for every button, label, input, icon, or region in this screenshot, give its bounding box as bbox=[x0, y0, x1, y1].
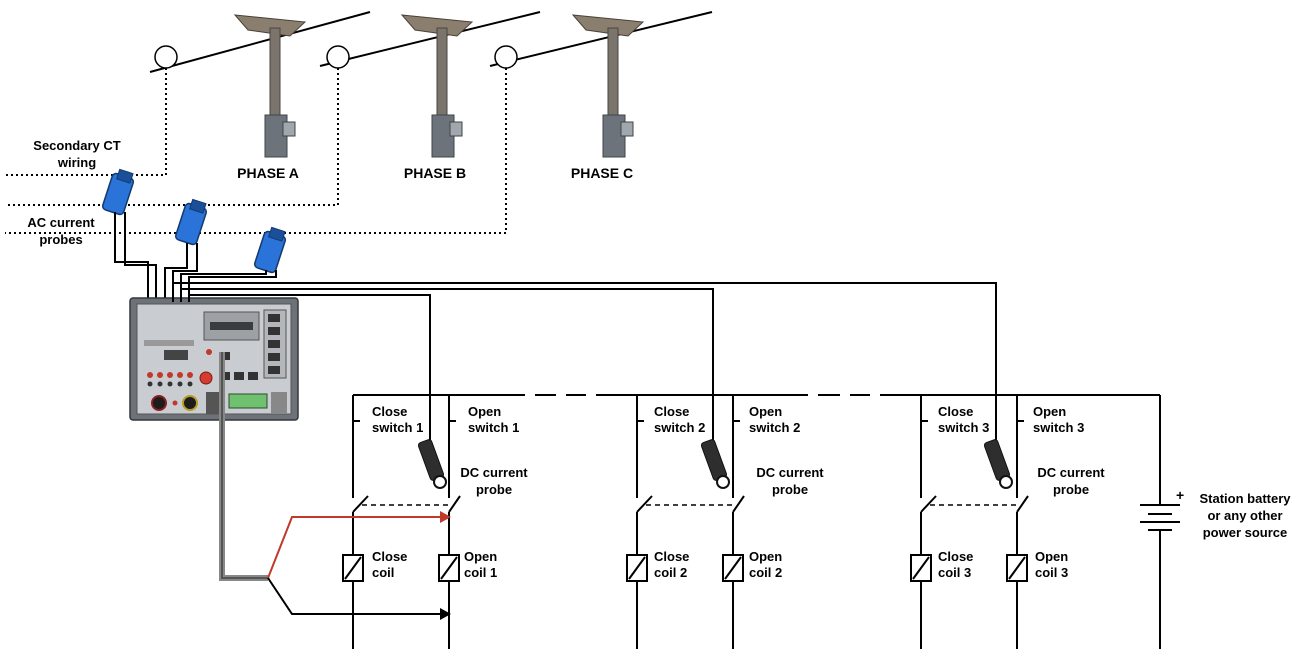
phase-b-label: PHASE B bbox=[404, 165, 466, 181]
breaker-section-verticals bbox=[352, 395, 1161, 649]
open-coil-2 bbox=[722, 554, 744, 582]
ac-probe-3 bbox=[253, 226, 287, 274]
breaker-analyzer-instrument bbox=[129, 297, 299, 421]
disconnector-phase-a bbox=[233, 14, 307, 158]
battery-plus-label: + bbox=[1176, 487, 1184, 503]
ct-phase-a bbox=[154, 45, 178, 69]
ct-phase-b bbox=[326, 45, 350, 69]
dc-probe-2 bbox=[700, 439, 730, 489]
dc-probe-3 bbox=[983, 439, 1013, 489]
timing-cable bbox=[219, 352, 451, 620]
battery-symbol bbox=[1140, 504, 1180, 531]
ac-probes-label-1: AC current bbox=[27, 215, 95, 230]
coils bbox=[342, 554, 1028, 582]
ct-phase-c bbox=[494, 45, 518, 69]
close-coil-1 bbox=[342, 554, 364, 582]
dc-probe-1 bbox=[417, 439, 447, 489]
close-coil-3 bbox=[910, 554, 932, 582]
overhead-lines bbox=[149, 11, 713, 73]
disconnector-phase-b bbox=[400, 14, 474, 158]
current-transformers bbox=[154, 45, 518, 69]
ac-probes-label-2: probes bbox=[39, 232, 82, 247]
ac-probe-leads bbox=[114, 212, 277, 305]
secondary-ct-wiring bbox=[5, 68, 507, 234]
ac-probe-2 bbox=[174, 198, 208, 246]
phase-c-label: PHASE C bbox=[571, 165, 633, 181]
secondary-ct-label-2: wiring bbox=[57, 155, 96, 170]
ac-probe-1 bbox=[101, 168, 135, 216]
close-coil-2 bbox=[626, 554, 648, 582]
open-coil-1 bbox=[438, 554, 460, 582]
disconnector-phase-c bbox=[571, 14, 645, 158]
breaker-aux-contacts bbox=[352, 495, 1029, 513]
dc-probe-leads bbox=[172, 282, 997, 440]
switch-contacts bbox=[352, 412, 1024, 430]
labels: Secondary CT wiring AC current probes PH… bbox=[27, 138, 1291, 580]
phase-a-label: PHASE A bbox=[237, 165, 299, 181]
open-coil-3 bbox=[1006, 554, 1028, 582]
secondary-ct-label-1: Secondary CT bbox=[33, 138, 120, 153]
